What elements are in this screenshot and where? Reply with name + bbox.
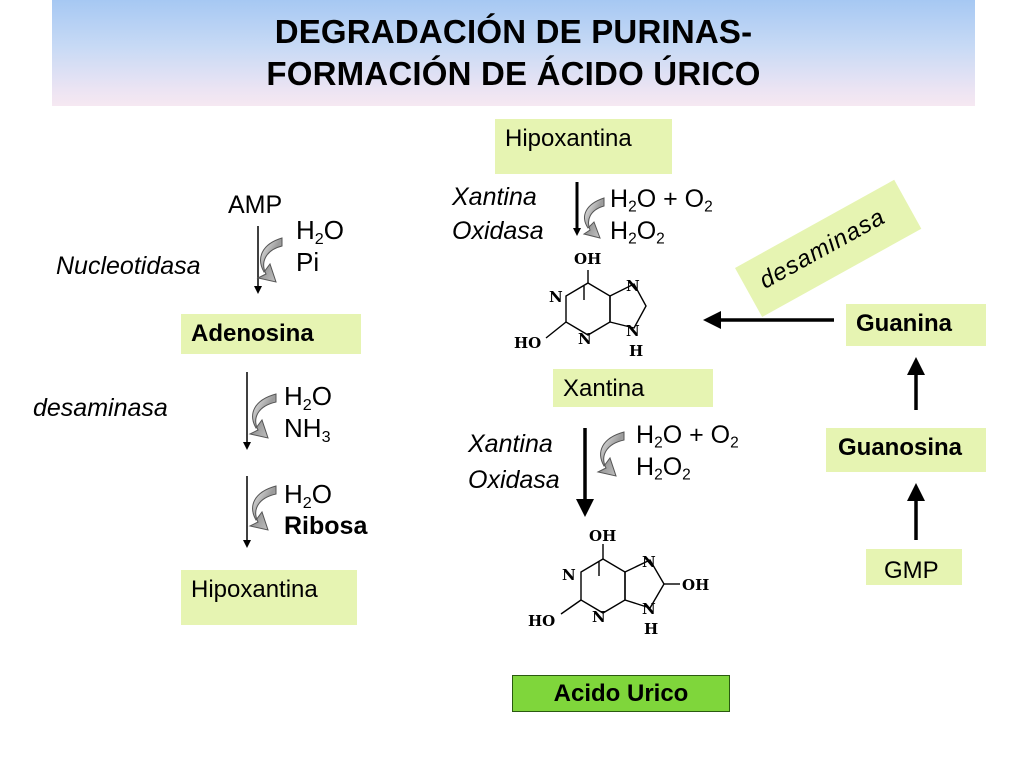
curved-arrow-icon — [596, 431, 625, 477]
xanthine-n7: N — [626, 277, 640, 295]
oxidation1-inputs: H2O + O2 — [610, 185, 713, 216]
guanosina-box: Guanosina — [826, 428, 986, 472]
step2-ammonia: NH3 — [284, 413, 331, 446]
uric-n3: N — [592, 608, 606, 626]
uric-n9: N — [642, 600, 656, 618]
xanthine-h: H — [629, 342, 643, 360]
oxidation1-reagents: H2O + O2 H2O2 — [610, 183, 713, 247]
oxidation2-inputs: H2O + O2 — [636, 421, 739, 452]
hipoxantina-left-box: Hipoxantina — [181, 570, 357, 625]
title-line-1: DEGRADACIÓN DE PURINAS- — [274, 13, 753, 50]
enzyme1-line2: Oxidasa — [452, 217, 544, 245]
acido-urico-box: Acido Urico — [512, 675, 730, 712]
uric-oh-top: OH — [589, 527, 616, 545]
title-banner: DEGRADACIÓN DE PURINAS- FORMACIÓN DE ÁCI… — [52, 0, 975, 106]
guanina-box: Guanina — [846, 304, 986, 346]
curved-arrow-icon — [582, 197, 605, 239]
xanthine-structure — [545, 270, 647, 339]
amp-label: AMP — [228, 191, 283, 219]
title-line-2: FORMACIÓN DE ÁCIDO ÚRICO — [266, 55, 761, 92]
enzyme2-line1: Xantina — [468, 430, 553, 458]
step3-reagents: H2O Ribosa — [284, 478, 367, 542]
curved-arrow-icon — [248, 485, 277, 531]
uric-acid-labels: OH N N N N H HO OH — [528, 527, 709, 638]
nucleotidasa-label: Nucleotidasa — [56, 252, 201, 280]
uric-ho: HO — [528, 612, 555, 630]
step2-reagents: H2O NH3 — [284, 380, 332, 446]
xantina-box: Xantina — [553, 369, 713, 407]
uric-h: H — [644, 620, 658, 638]
uric-oh-right: OH — [682, 576, 709, 594]
oxidation2-reagents: H2O + O2 H2O2 — [636, 419, 739, 483]
enzyme1-line1: Xantina — [452, 183, 537, 211]
curved-arrow-icon — [256, 237, 283, 283]
desaminasa-left-label: desaminasa — [33, 394, 168, 422]
hipoxantina-top-box: Hipoxantina — [495, 119, 672, 174]
step1-reagents: H2O Pi — [296, 214, 344, 278]
xanthine-n3: N — [578, 330, 592, 348]
oxidation2-outputs: H2O2 — [636, 453, 691, 484]
step3-ribosa: Ribosa — [284, 512, 368, 540]
xanthine-n1: N — [549, 288, 563, 306]
step2-water: H2O — [284, 381, 332, 414]
xanthine-n9: N — [626, 322, 640, 340]
gmp-box: GMP — [866, 549, 962, 585]
uric-n7: N — [642, 553, 656, 571]
step1-water: H2O — [296, 215, 344, 248]
step3-water: H2O — [284, 479, 332, 512]
oxidation1-outputs: H2O2 — [610, 217, 665, 248]
xanthine-oh: OH — [574, 250, 601, 268]
xanthine-labels: OH N N N N H HO — [514, 250, 643, 360]
uric-n1: N — [562, 566, 576, 584]
xanthine-ho: HO — [514, 334, 541, 352]
uric-acid-structure — [560, 544, 680, 615]
curved-arrow-icon — [248, 393, 277, 439]
step1-pi: Pi — [296, 247, 320, 277]
adenosina-box: Adenosina — [181, 314, 361, 354]
enzyme2-line2: Oxidasa — [468, 466, 560, 494]
